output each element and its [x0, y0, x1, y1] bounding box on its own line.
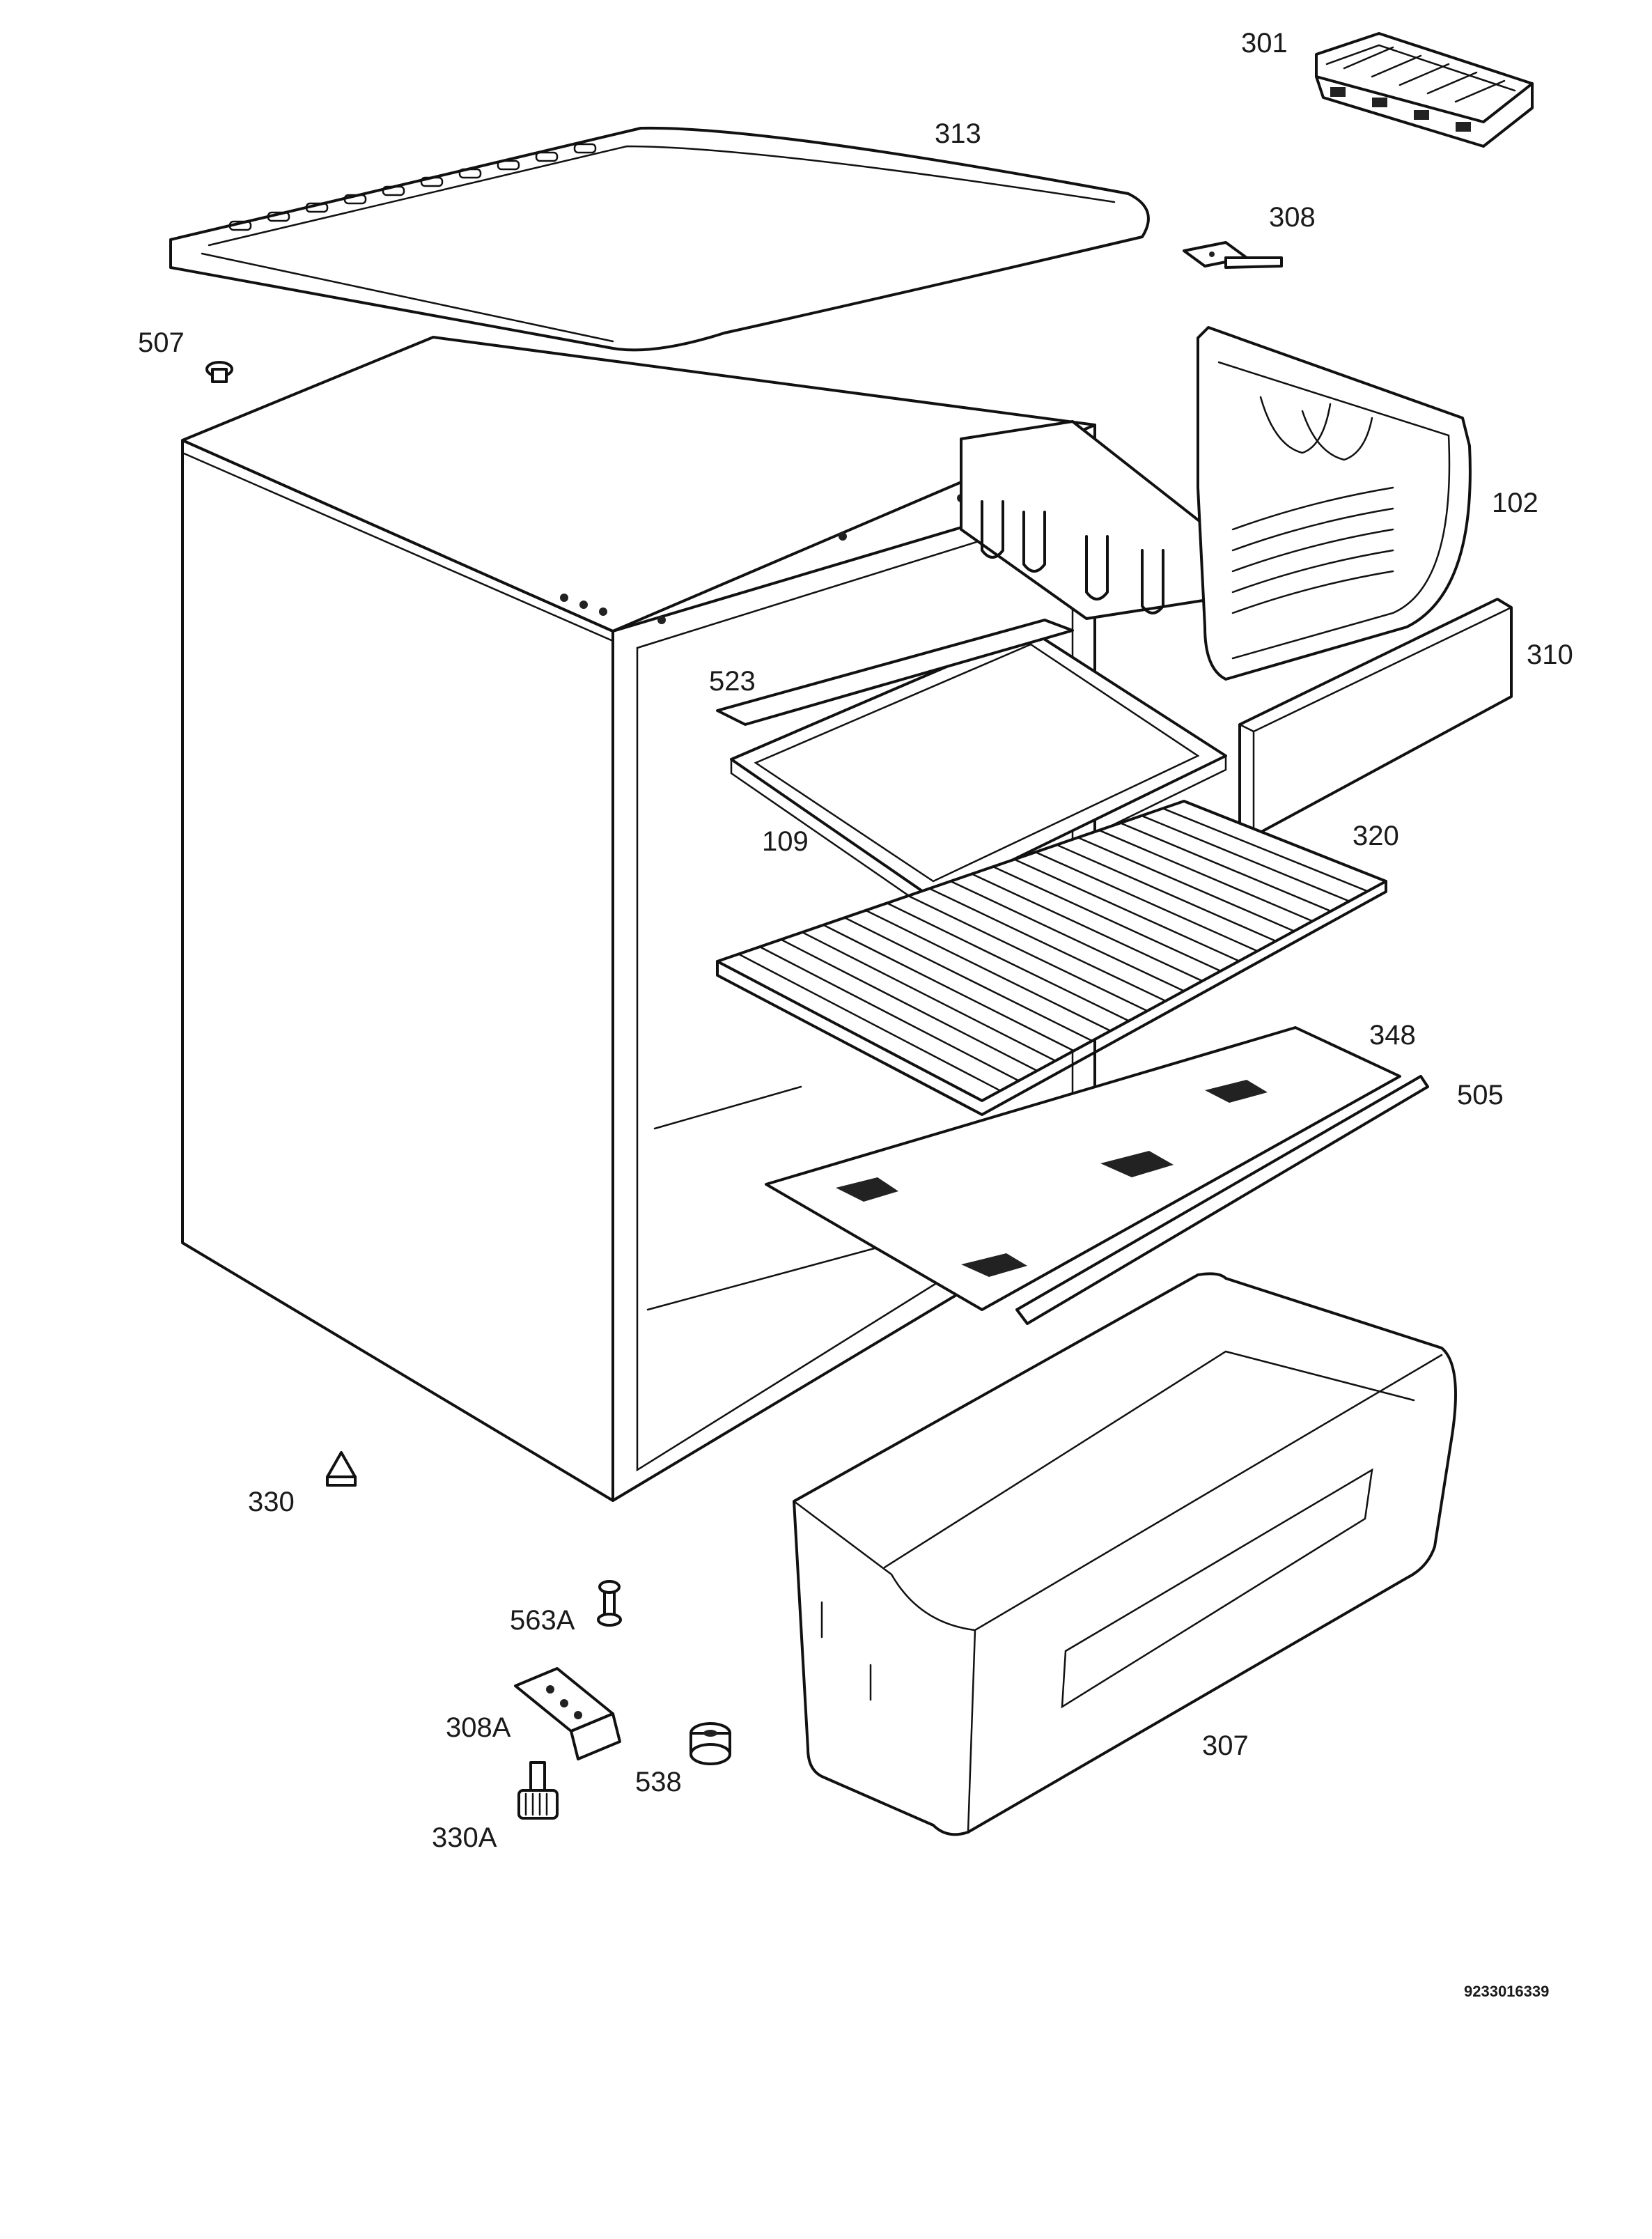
shelf-wire [864, 909, 1112, 1032]
shelf-wire [971, 873, 1203, 982]
hinge-top [1183, 241, 1283, 269]
shelf-wire [1013, 858, 1240, 962]
shelf-wire [1098, 829, 1314, 922]
label-523: 523 [709, 666, 756, 697]
screw-507 [205, 361, 233, 383]
label-301: 301 [1241, 28, 1288, 59]
crisper-drawer [793, 1272, 1457, 1836]
hinge-308A [514, 1667, 621, 1760]
shelf-wire [1140, 814, 1350, 902]
shelf-wire [928, 888, 1167, 1002]
foot-330 [326, 1451, 357, 1487]
label-307: 307 [1202, 1730, 1249, 1761]
label-102: 102 [1492, 488, 1538, 518]
label-308: 308 [1269, 202, 1316, 233]
shelf-wire [823, 924, 1075, 1052]
shelf-wire [992, 865, 1222, 973]
bushing-538 [689, 1722, 731, 1765]
label-320: 320 [1353, 821, 1399, 851]
label-505: 505 [1457, 1080, 1504, 1110]
shelf-wire [1162, 807, 1369, 892]
label-330A: 330A [432, 1822, 497, 1853]
shelf-wire [801, 931, 1057, 1062]
shelf-wire [949, 880, 1185, 992]
shelf-wire [843, 917, 1093, 1042]
shelf-wire [738, 953, 1002, 1092]
wire-shelf [716, 800, 1387, 1116]
label-507: 507 [138, 327, 185, 358]
document-number: 9233016339 [1464, 1983, 1550, 2000]
shelf-wire [907, 894, 1148, 1012]
evaporator [960, 326, 1472, 681]
label-109: 109 [762, 826, 809, 857]
label-308A: 308A [446, 1712, 511, 1743]
label-310: 310 [1527, 640, 1573, 670]
shelf-wire [758, 945, 1020, 1082]
glass-shelf [765, 1026, 1401, 1311]
shelf-wire [1034, 851, 1259, 952]
shelf-wire [886, 902, 1130, 1022]
shelf-wire [780, 938, 1038, 1072]
shelf-trim [1015, 1075, 1429, 1325]
shelf-wire [1056, 844, 1277, 943]
ice-tray [1315, 32, 1534, 148]
drip-tray [716, 619, 1227, 914]
shelf-wire [1119, 822, 1332, 913]
label-348: 348 [1369, 1020, 1416, 1051]
label-563A: 563A [510, 1605, 575, 1636]
label-538: 538 [635, 1767, 682, 1797]
screw-563A [597, 1580, 622, 1627]
shelf-wire [1077, 837, 1295, 932]
foot-330A [517, 1761, 559, 1820]
top-cover [169, 126, 1150, 352]
label-330: 330 [248, 1487, 295, 1517]
cabinet-body [181, 336, 1096, 1502]
label-313: 313 [935, 118, 981, 149]
